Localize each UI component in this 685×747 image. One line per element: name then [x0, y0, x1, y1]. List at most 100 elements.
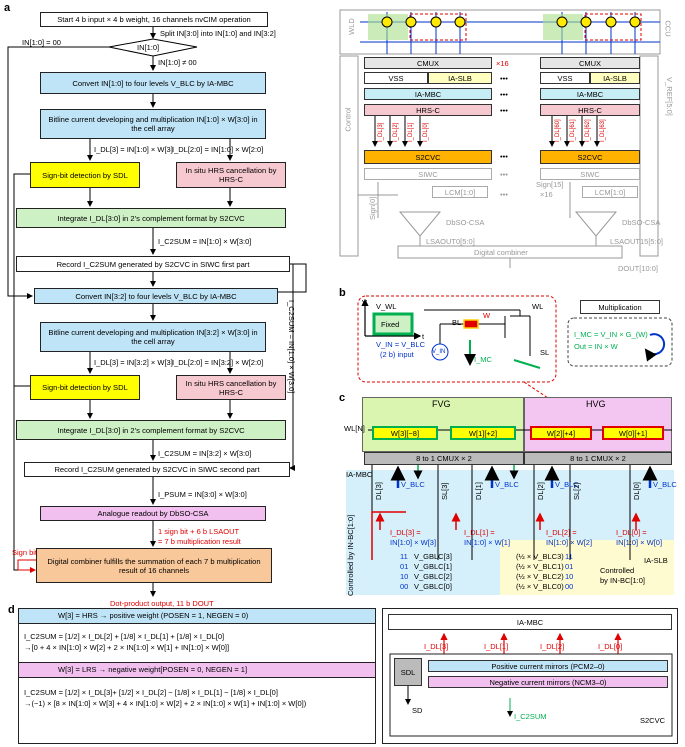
b-t: t: [422, 332, 425, 341]
arch-dots4: •••: [500, 152, 508, 161]
d-neg-eq1: I_C2SUM = [1/2] × I_DL[3]+ [1/2] × I_DL[…: [24, 688, 278, 697]
d-idl1: I_DL[1]: [484, 642, 509, 651]
d-neg-title: W[3] = LRS → negative weight[POSEN = 0, …: [58, 665, 248, 674]
c-cell-w2: W[2][+4]: [530, 426, 592, 440]
flow-idl2-a: I_DL[3] = IN[3:2] × W[3]: [94, 358, 173, 367]
c-right-v-3: (½ × V_BLC0): [516, 582, 564, 591]
c-idl2: I_DL[2] =: [546, 528, 577, 537]
flow-decision: IN[1:0]: [137, 43, 160, 52]
c-mux-left: 8 to 1 CMUX × 2: [364, 452, 524, 465]
flow-dot: Dot-product output, 11 b DOUT: [110, 599, 214, 608]
c-left-code-2: 10: [400, 572, 409, 581]
b-vin: V_IN: [432, 349, 446, 355]
flow-sign2: Sign-bit detection by SDL: [30, 375, 140, 400]
b-w: W: [483, 311, 491, 320]
c-ctrl2b: by IN-BC[1:0]: [600, 576, 646, 585]
d-sdl: SDL: [394, 658, 422, 686]
arch-x16: ×16: [496, 59, 509, 68]
c-fvg-box: [362, 397, 524, 452]
arch-dbso-left: DbSO-CSA: [446, 218, 485, 227]
flow-lsaout1: 1 sign bit + 6 b LSAOUT: [158, 527, 240, 536]
c-left-v-2: V_GBLC[2]: [414, 572, 452, 581]
c-wl: WL[N]: [344, 424, 365, 433]
arch-dots6: •••: [500, 190, 508, 199]
c-right-code-1: 01: [565, 562, 574, 571]
d-idl3: I_DL[3]: [424, 642, 449, 651]
c-right-code-2: 10: [565, 572, 574, 581]
c-vblc-2: V_BLC: [555, 480, 579, 489]
c-fvg: FVG: [432, 399, 451, 409]
flow-start: Start 4 b input × 4 b weight, 16 channel…: [40, 12, 268, 27]
c-left-code-3: 00: [400, 582, 409, 591]
b-eq1: I_MC = V_IN × G_(W): [574, 330, 648, 339]
c-prod2: IN[1:0] × W[2]: [546, 538, 593, 547]
arch-hrsc-right: HRS-C: [540, 104, 640, 116]
flow-ic2sum2: I_C2SUM = IN[3:2] × W[3:0]: [158, 449, 252, 458]
b-bl: BL: [452, 318, 462, 327]
arch-hrsc-left: HRS-C: [364, 104, 492, 116]
flow-convert1: Convert IN[1:0] to four levels V_BLC by …: [40, 72, 266, 94]
arch-vss-right: VSS: [540, 72, 590, 84]
panel-b-label: b: [339, 287, 346, 299]
arch-dots1: •••: [500, 74, 508, 83]
flow-bitline1: Bitline current developing and multiplic…: [40, 109, 266, 139]
c-ctrl2a: Controlled: [600, 566, 635, 575]
c-vblc-1: V_BLC: [495, 480, 519, 489]
arch-iambc-left: IA-MBC: [364, 88, 492, 100]
arch-iaslb-right: IA-SLB: [590, 72, 640, 84]
c-idl3: I_DL[3] =: [390, 528, 421, 537]
arch-lsaout15: LSAOUT15[5:0]: [610, 237, 663, 246]
arch-cmux-left: CMUX: [364, 57, 492, 69]
arch-dbso-right: DbSO-CSA: [622, 218, 661, 227]
c-hvg: HVG: [586, 399, 606, 409]
c-idl1: I_DL[1] =: [464, 528, 495, 537]
d-pos-eq1: I_C2SUM = [1/2] × I_DL[2] + [1/8] × I_DL…: [24, 632, 225, 641]
c-mux-right: 8 to 1 CMUX × 2: [524, 452, 672, 465]
d-pos-title: W[3] = HRS → positive weight (POSEN = 1,…: [58, 611, 249, 620]
d-neg-eq2: →(−1) × [8 × IN[1:0] × W[3] + 4 × IN[1:0…: [24, 699, 307, 708]
d-neg-bar: [18, 662, 376, 678]
arch-siwc-right: SIWC: [540, 168, 640, 180]
d-pos-bar: [18, 608, 376, 624]
b-vin-eq: V_IN = V_BLC: [376, 340, 425, 349]
flow-in10-eq: IN[1:0] = 00: [22, 38, 61, 47]
c-prod0: IN[1:0] × W[0]: [616, 538, 663, 547]
flow-hrs2: In situ HRS cancellation by HRS-C: [176, 375, 286, 400]
c-cell-w0: W[0][+1]: [602, 426, 664, 440]
c-left-v-1: V_GBLC[1]: [414, 562, 452, 571]
arch-siwc-left: SIWC: [364, 168, 492, 180]
c-right-v-0: (½ × V_BLC3): [516, 552, 564, 561]
d-pcm: Positive current mirrors (PCM2–0): [428, 660, 668, 672]
c-right-code-3: 00: [565, 582, 574, 591]
arch-dout: DOUT[10:0]: [618, 264, 659, 273]
d-ncm: Negative current mirrors (NCM3–0): [428, 676, 668, 688]
arch-lcm-left: LCM[1:0]: [432, 186, 488, 198]
flow-sign1: Sign-bit detection by SDL: [30, 162, 140, 188]
b-mult-title: Multiplication: [580, 300, 660, 314]
d-pos-eq2: →[0 + 4 × IN[1:0] × W[2] + 2 × IN[1:0] ×…: [24, 643, 230, 652]
flow-idl1-b: I_DL[2:0] = IN[1:0] × W[2:0]: [172, 145, 264, 154]
flow-hrs1: In situ HRS cancellation by HRS-C: [176, 162, 286, 188]
b-fixed: Fixed: [381, 320, 400, 329]
d-sd: SD: [412, 706, 423, 715]
arch-dots3: •••: [500, 106, 508, 115]
c-prod1: IN[1:0] × W[1]: [464, 538, 511, 547]
c-iaslb: IA-SLB: [644, 556, 668, 565]
c-left-v-3: V_GBLC[0]: [414, 582, 452, 591]
arch-x16b: ×16: [540, 190, 553, 199]
arch-vss-left: VSS: [364, 72, 428, 84]
b-v: V: [362, 298, 368, 307]
arch-iaslb-left: IA-SLB: [428, 72, 492, 84]
c-cell-w3: W[3][−8]: [372, 426, 438, 440]
c-right-v-2: (½ × V_BLC2): [516, 572, 564, 581]
c-prod3: IN[1:0] × W[3]: [390, 538, 437, 547]
arch-dots5: •••: [500, 170, 508, 179]
c-iaslb-bg: [500, 540, 674, 595]
arch-iambc-right: IA-MBC: [540, 88, 640, 100]
c-right-code-0: 11: [565, 552, 573, 561]
flow-signbit: Sign bit: [12, 548, 38, 557]
arch-lcm-right: LCM[1:0]: [582, 186, 638, 198]
d-idl2: I_DL[2]: [540, 642, 565, 651]
